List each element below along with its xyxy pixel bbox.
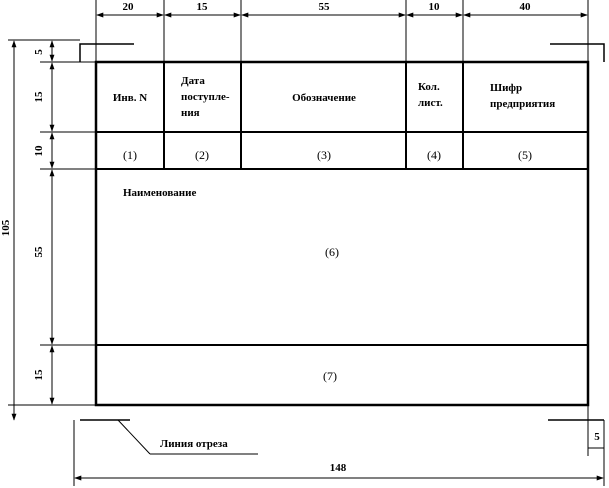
dim-top-3: 55 <box>319 1 331 13</box>
card-frame <box>94 60 590 407</box>
dim-bottom-margin: 5 <box>594 431 600 443</box>
header-row: Инв. N Дата поступле- ния Обозначение Ко… <box>113 75 555 119</box>
cut-line-label: Линия отреза <box>160 438 228 450</box>
dim-bottom-width: 148 <box>330 462 347 474</box>
crop-marks <box>79 43 605 421</box>
index-cell-2: (2) <box>195 148 209 162</box>
dim-left-15-top: 15 <box>33 91 45 103</box>
index-cell-5: (5) <box>518 148 532 162</box>
name-index: (6) <box>325 245 339 259</box>
top-dimension-labels: 20 15 55 10 40 <box>123 1 532 13</box>
cut-line-leader <box>117 419 258 455</box>
bottom-dimension-lines <box>73 405 605 486</box>
header-sheets-line1: Кол. <box>418 81 440 93</box>
header-date-line3: ния <box>181 107 200 119</box>
header-date-line2: поступле- <box>181 91 230 103</box>
header-date-line1: Дата <box>181 75 205 87</box>
header-code-line2: предприятия <box>490 98 555 110</box>
dim-left-55: 55 <box>33 246 45 258</box>
index-row: (1) (2) (3) (4) (5) <box>123 148 532 162</box>
top-dimension-line <box>95 0 589 62</box>
dim-top-1: 20 <box>123 1 135 13</box>
bottom-index: (7) <box>323 369 337 383</box>
dim-left-15-bottom: 15 <box>33 369 45 381</box>
header-inv-no: Инв. N <box>113 92 147 104</box>
name-label: Наименование <box>123 187 196 199</box>
index-cell-4: (4) <box>427 148 441 162</box>
dim-top-4: 10 <box>429 1 441 13</box>
index-cell-3: (3) <box>317 148 331 162</box>
header-sheets-line2: лист. <box>418 97 443 109</box>
dim-left-10: 10 <box>33 145 45 157</box>
dim-top-2: 15 <box>197 1 209 13</box>
left-dimension-lines <box>8 39 96 421</box>
left-dimension-labels: 5 15 10 55 15 105 <box>0 49 45 381</box>
header-designation: Обозначение <box>292 92 356 104</box>
dim-left-5: 5 <box>33 49 45 55</box>
dim-top-5: 40 <box>520 1 532 13</box>
header-code-line1: Шифр <box>490 82 522 94</box>
index-cell-1: (1) <box>123 148 137 162</box>
dim-left-total: 105 <box>0 219 12 236</box>
